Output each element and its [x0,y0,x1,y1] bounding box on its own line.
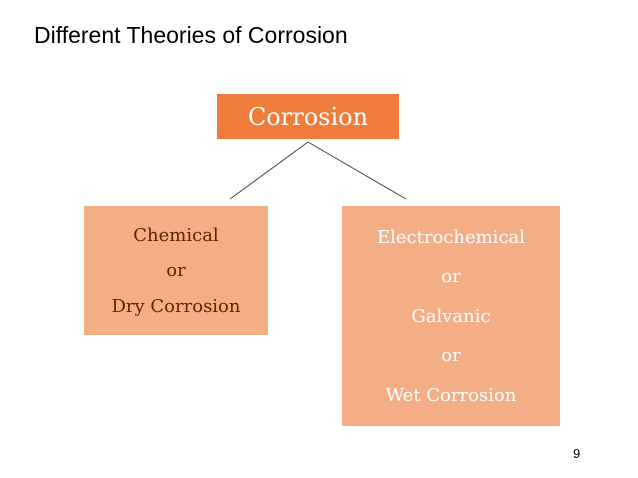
child-node-line: or [441,345,461,366]
child-node-line: Dry Corrosion [111,295,241,317]
root-node-label: Corrosion [247,102,369,131]
child-node-line: Galvanic [411,305,491,327]
slide-title: Different Theories of Corrosion [34,22,348,48]
child-node-line: or [441,266,461,287]
child-node-line: or [166,260,186,281]
child-node-chemical: Chemical or Dry Corrosion [84,206,268,335]
page-number: 9 [573,446,581,461]
connector-left [229,141,309,200]
child-node-line: Wet Corrosion [385,384,517,406]
root-node-corrosion: Corrosion [217,94,399,139]
child-node-line: Chemical [133,224,219,246]
child-node-line: Electrochemical [376,226,526,248]
child-node-electrochemical: Electrochemical or Galvanic or Wet Corro… [342,206,560,426]
connector-right [307,141,407,200]
